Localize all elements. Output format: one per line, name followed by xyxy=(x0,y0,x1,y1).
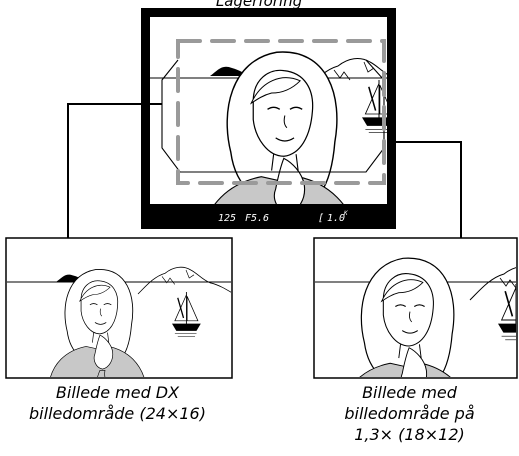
viewfinder: 125 F5.6 [ 1.0 K xyxy=(141,8,424,244)
crop-caption-line-3: 1,3× (18×12) xyxy=(300,424,519,445)
frames-unit-readout: K xyxy=(343,210,348,217)
crop-caption-line-1: Billede med xyxy=(300,382,519,403)
frames-remaining-readout: 1.0 xyxy=(327,213,345,224)
connector-crop xyxy=(389,142,461,238)
dx-image-caption: Billede med DX billedområde (24×16) xyxy=(0,382,235,424)
dx-caption-line-2: billedområde (24×16) xyxy=(0,403,235,424)
crop-caption-line-2: billedområde på xyxy=(300,403,519,424)
crop-image-caption: Billede med billedområde på 1,3× (18×12) xyxy=(300,382,519,445)
aperture-readout: F5.6 xyxy=(245,213,269,224)
dx-caption-line-1: Billede med DX xyxy=(0,382,235,403)
bracket-readout: [ xyxy=(318,213,324,224)
shutter-readout: 125 xyxy=(218,213,236,224)
dx-image-panel xyxy=(6,238,234,388)
